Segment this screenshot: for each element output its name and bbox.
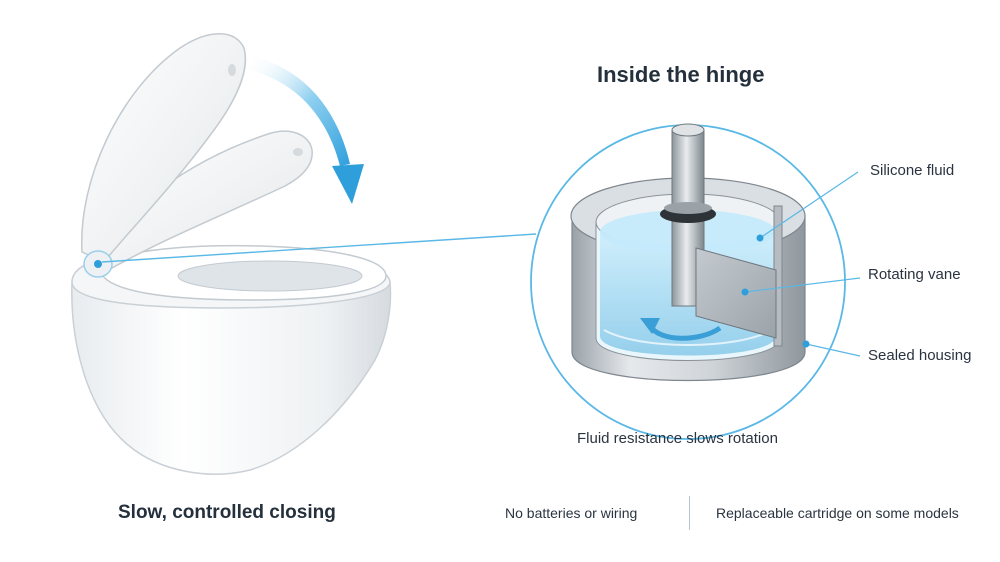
damper-cutaway <box>570 123 806 382</box>
toilet-illustration <box>71 33 392 475</box>
label-sealed-housing: Sealed housing <box>868 347 972 364</box>
label-silicone-fluid: Silicone fluid <box>870 162 955 179</box>
rotation-arrow-icon <box>647 324 722 341</box>
hinge-point-icon <box>94 260 102 268</box>
fluid-caption: Fluid resistance slows rotation <box>577 430 778 447</box>
diagram-title: Inside the hinge <box>597 62 765 87</box>
footer-no-batteries: No batteries or wiring <box>505 505 638 521</box>
closing-caption: Slow, controlled closing <box>118 502 336 523</box>
bowl-opening <box>177 260 363 292</box>
hinge-callout-line <box>101 233 537 263</box>
toilet-bowl <box>71 281 392 475</box>
label-rotating-vane: Rotating vane <box>868 266 961 283</box>
toilet-lid <box>81 33 247 263</box>
label-leaders <box>741 171 861 357</box>
closing-arrow-icon <box>248 56 364 204</box>
rotating-vane <box>695 247 777 339</box>
footer-divider <box>689 496 690 530</box>
footer-replaceable-cartridge: Replaceable cartridge on some models <box>716 505 959 521</box>
